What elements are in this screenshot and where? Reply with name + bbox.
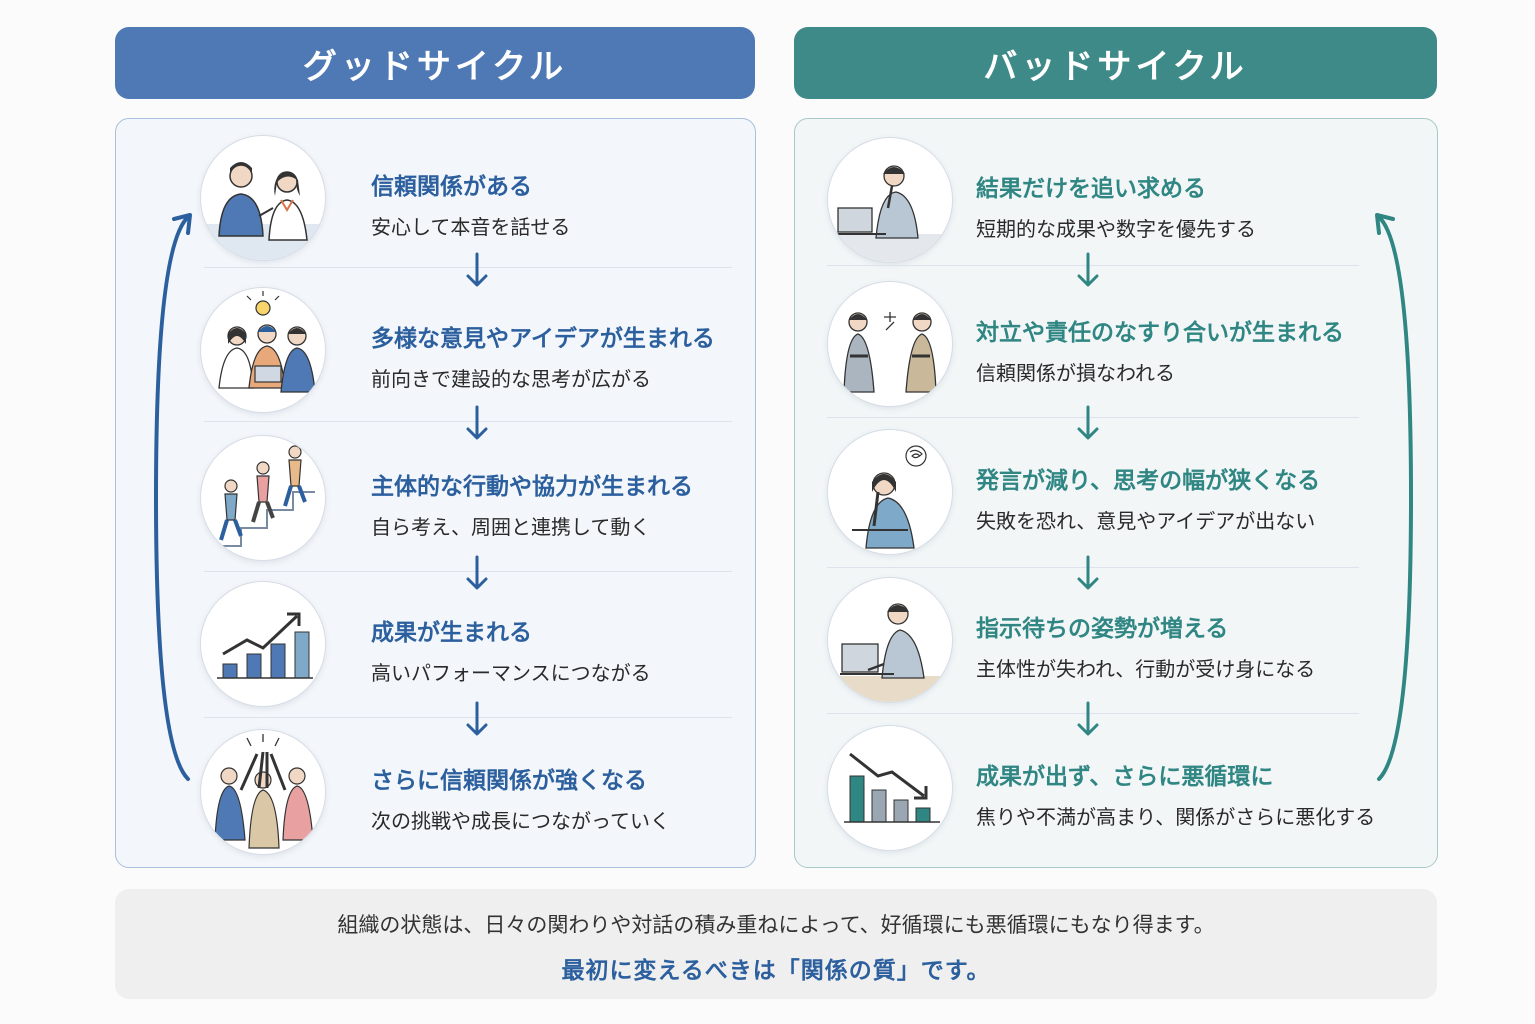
worried-person-icon xyxy=(827,429,953,555)
team-high-five-icon xyxy=(200,729,326,855)
bad-step-3-title: 発言が減り、思考の幅が狭くなる xyxy=(976,468,1321,494)
good-step-4-title: 成果が生まれる xyxy=(371,620,532,646)
down-arrow-icon xyxy=(466,405,488,440)
footer-line-2: 最初に変えるべきは「関係の質」です。 xyxy=(561,958,991,984)
good-step-1-desc: 安心して本音を話せる xyxy=(371,215,571,239)
rising-bar-chart-icon xyxy=(200,581,326,707)
bad-step-1-desc: 短期的な成果や数字を優先する xyxy=(976,217,1256,241)
divider xyxy=(204,421,732,422)
footer-line-1: 組織の状態は、日々の関わりや対話の積み重ねによって、好循環にも悪循環にもなり得ま… xyxy=(337,913,1215,937)
team-idea-lightbulb-icon xyxy=(200,287,326,413)
divider xyxy=(204,717,732,718)
bad-step-2-desc: 信頼関係が損なわれる xyxy=(976,361,1175,385)
down-arrow-icon xyxy=(466,555,488,590)
down-arrow-icon xyxy=(1077,252,1099,287)
divider xyxy=(204,571,732,572)
down-arrow-icon xyxy=(466,701,488,736)
bad-step-2-title: 対立や責任のなすり合いが生まれる xyxy=(976,320,1344,346)
bad-step-3-desc: 失敗を恐れ、意見やアイデアが出ない xyxy=(976,509,1316,533)
good-step-5-desc: 次の挑戦や成長につながっていく xyxy=(371,809,670,833)
good-step-3: 主体的な行動や協力が生まれる 自ら考え、周囲と連携して動く xyxy=(116,429,755,569)
bad-step-5-title: 成果が出ず、さらに悪循環に xyxy=(976,764,1274,790)
good-step-3-title: 主体的な行動や協力が生まれる xyxy=(371,474,693,500)
bad-step-4: 指示待ちの姿勢が増える 主体性が失われ、行動が受け身になる xyxy=(795,571,1437,711)
down-arrow-icon xyxy=(1077,405,1099,440)
divider xyxy=(827,265,1359,266)
person-at-laptop-thinking-icon xyxy=(827,137,953,263)
good-step-2-title: 多様な意見やアイデアが生まれる xyxy=(371,326,715,352)
bad-step-5: 成果が出ず、さらに悪循環に 焦りや不満が高まり、関係がさらに悪化する xyxy=(795,719,1437,859)
down-arrow-icon xyxy=(1077,701,1099,736)
people-climbing-stairs-icon xyxy=(200,435,326,561)
bad-step-4-title: 指示待ちの姿勢が増える xyxy=(976,616,1229,642)
bad-step-4-desc: 主体性が失われ、行動が受け身になる xyxy=(976,657,1316,681)
good-step-1: 信頼関係がある 安心して本音を話せる xyxy=(116,129,755,269)
good-step-2: 多様な意見やアイデアが生まれる 前向きで建設的な思考が広がる xyxy=(116,281,755,421)
good-step-5-title: さらに信頼関係が強くなる xyxy=(371,768,647,794)
down-arrow-icon xyxy=(1077,555,1099,590)
good-cycle-panel: 信頼関係がある 安心して本音を話せる xyxy=(115,118,756,868)
good-step-1-title: 信頼関係がある xyxy=(371,174,532,200)
bad-step-5-desc: 焦りや不満が高まり、関係がさらに悪化する xyxy=(976,805,1376,829)
bad-cycle-title: バッドサイクル xyxy=(983,46,1248,87)
two-people-talking-icon xyxy=(200,135,326,261)
good-step-4: 成果が生まれる 高いパフォーマンスにつながる xyxy=(116,575,755,715)
good-step-2-desc: 前向きで建設的な思考が広がる xyxy=(371,367,651,391)
falling-bar-chart-icon xyxy=(827,725,953,851)
footer-message-box: 組織の状態は、日々の関わりや対話の積み重ねによって、好循環にも悪循環にもなり得ま… xyxy=(115,889,1437,999)
bad-step-1-title: 結果だけを追い求める xyxy=(976,176,1206,202)
good-step-3-desc: 自ら考え、周囲と連携して動く xyxy=(371,515,651,539)
divider xyxy=(827,417,1359,418)
divider xyxy=(827,567,1359,568)
bad-cycle-panel: 結果だけを追い求める 短期的な成果や数字を優先する xyxy=(794,118,1438,868)
bad-step-3: 発言が減り、思考の幅が狭くなる 失敗を恐れ、意見やアイデアが出ない xyxy=(795,423,1437,563)
bad-step-2: 対立や責任のなすり合いが生まれる 信頼関係が損なわれる xyxy=(795,275,1437,415)
good-step-5: さらに信頼関係が強くなる 次の挑戦や成長につながっていく xyxy=(116,723,755,863)
bad-cycle-header: バッドサイクル xyxy=(794,27,1437,99)
good-step-4-desc: 高いパフォーマンスにつながる xyxy=(371,661,651,685)
bad-step-1: 結果だけを追い求める 短期的な成果や数字を優先する xyxy=(795,131,1437,271)
divider xyxy=(827,713,1359,714)
two-people-conflict-icon xyxy=(827,281,953,407)
down-arrow-icon xyxy=(466,252,488,287)
person-working-passively-icon xyxy=(827,577,953,703)
divider xyxy=(204,267,732,268)
good-cycle-header: グッドサイクル xyxy=(115,27,755,99)
good-cycle-title: グッドサイクル xyxy=(302,46,568,87)
